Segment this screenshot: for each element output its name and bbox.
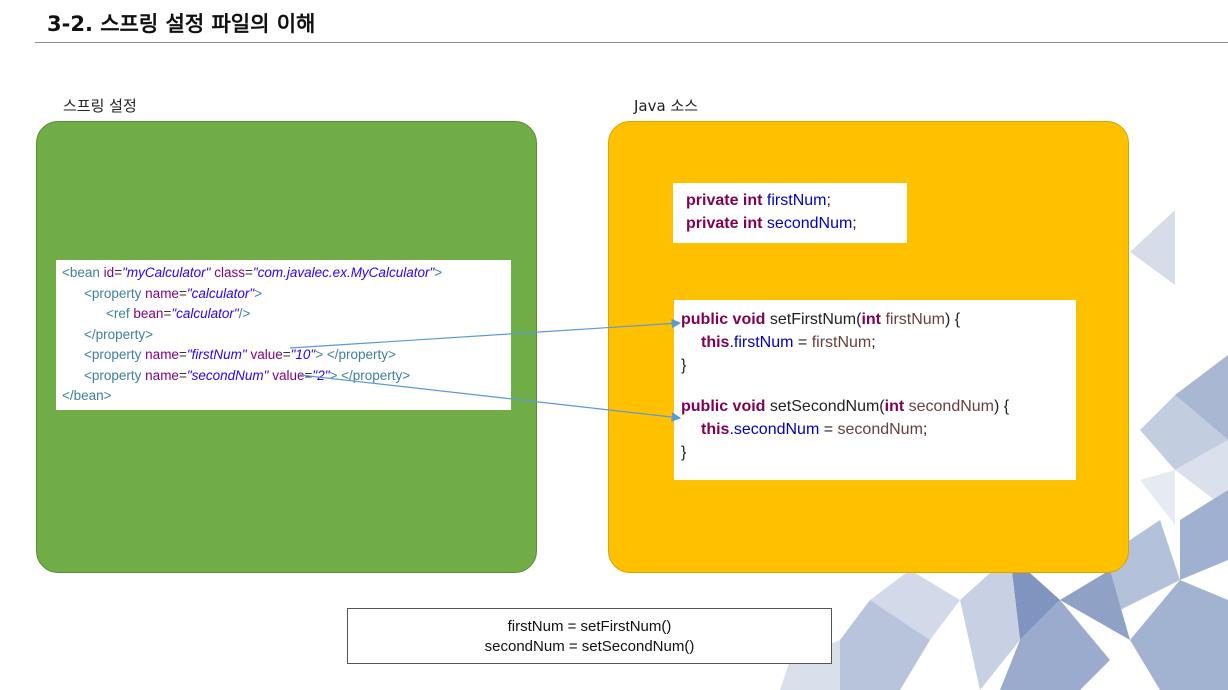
xml-attr: name [145,285,179,301]
xml-eq: = [114,265,123,280]
java-punct: ) { [945,311,961,328]
mapping-line-firstnum: firstNum = setFirstNum() [507,618,672,635]
xml-eq: = [178,347,187,362]
xml-tag: > </property> [329,367,411,383]
xml-attr: class [214,265,245,280]
java-keyword: this [701,421,730,438]
java-field-secondnum: private int secondNum; [686,212,894,235]
xml-attr: bean [133,306,164,321]
xml-tag: /> [238,306,251,321]
xml-line-property-secondnum: <property name="secondNum" value="2"> </… [62,366,505,387]
java-field-name: firstNum [762,192,827,209]
java-field-firstnum: private int firstNum; [686,189,894,212]
xml-attr: name [145,347,179,362]
java-punct: ; [922,421,928,438]
java-keyword: private int [686,215,763,232]
xml-line-bean-close: </bean> [62,386,505,407]
xml-config-box: <bean id="myCalculator" class="com.javal… [56,260,511,410]
spring-config-label: 스프링 설정 [63,97,137,115]
xml-tag: </property> [84,326,154,342]
java-param: firstNum [811,334,872,351]
java-method-name: setFirstNum( [765,311,862,328]
xml-line-property-calculator: <property name="calculator"> [62,284,505,305]
java-param: secondNum [837,421,923,438]
java-method-setfirstnum-close: } [681,357,687,374]
xml-line-property-firstnum: <property name="firstNum" value="10"> </… [62,345,505,366]
java-method-setfirstnum-body: this.firstNum = firstNum; [681,331,1069,354]
java-method-setsecondnum-close: } [681,444,687,461]
java-operator: = [793,334,812,351]
slide-title: 3-2. 스프링 설정 파일의 이해 [47,12,316,36]
xml-tag: </bean> [62,388,112,403]
java-field-name: .secondNum [729,421,820,438]
java-punct: ; [871,334,876,351]
java-keyword: private int [686,192,763,209]
xml-line-ref: <ref bean="calculator"/> [62,304,505,325]
mapping-summary-box: firstNum = setFirstNum() secondNum = set… [347,608,832,664]
xml-attr: value [250,347,283,362]
xml-eq: = [178,367,187,383]
xml-value: "calculator" [171,306,239,321]
xml-value: "myCalculator" [122,265,211,280]
xml-value: "com.javalec.ex.MyCalculator" [252,265,435,280]
java-punct: ) { [994,398,1010,415]
xml-tag: <ref [106,306,134,321]
java-gap [681,377,1069,395]
xml-eq: = [244,265,253,280]
java-source-label: Java 소스 [634,97,699,115]
xml-tag: > [254,285,263,301]
xml-eq: = [178,285,187,301]
java-method-name: setSecondNum( [765,398,885,415]
xml-attr: name [145,367,179,383]
java-keyword: this [701,334,730,351]
java-method-setsecondnum-body: this.secondNum = secondNum; [681,418,1069,441]
java-method-setfirstnum-signature: public void setFirstNum(int firstNum) { [681,308,1069,331]
xml-value: "secondNum" [186,367,269,383]
java-field-name: .firstNum [729,334,794,351]
xml-attr: id [103,265,115,280]
java-keyword: int [861,311,881,328]
java-param: firstNum [881,311,945,328]
xml-value: "10" [290,347,316,362]
java-keyword: public void [681,398,766,415]
xml-attr: value [272,367,305,383]
java-field-name: secondNum [762,215,853,232]
xml-tag: <property [84,367,146,383]
java-fields-box: private int firstNum; private int second… [673,183,907,243]
xml-tag: <property [84,285,146,301]
xml-line-property-close: </property> [62,325,505,346]
xml-tag: <property [84,347,146,362]
xml-tag: <bean [62,265,104,280]
xml-line-bean-open: <bean id="myCalculator" class="com.javal… [62,263,505,284]
java-punct: ; [826,192,831,209]
xml-value: "firstNum" [186,347,247,362]
java-param: secondNum [904,398,994,415]
xml-eq: = [163,306,172,321]
xml-value: "2" [312,367,330,383]
java-keyword: int [884,398,905,415]
java-methods-box: public void setFirstNum(int firstNum) { … [674,300,1076,480]
xml-tag: > [434,265,443,280]
java-keyword: public void [681,311,766,328]
xml-value: "calculator" [186,285,255,301]
java-operator: = [819,421,838,438]
mapping-line-secondnum: secondNum = setSecondNum() [484,638,695,655]
java-method-setsecondnum-signature: public void setSecondNum(int secondNum) … [681,395,1069,418]
java-punct: ; [852,215,857,232]
xml-eq: = [282,347,291,362]
title-divider [35,42,1228,43]
xml-tag: > </property> [315,347,396,362]
